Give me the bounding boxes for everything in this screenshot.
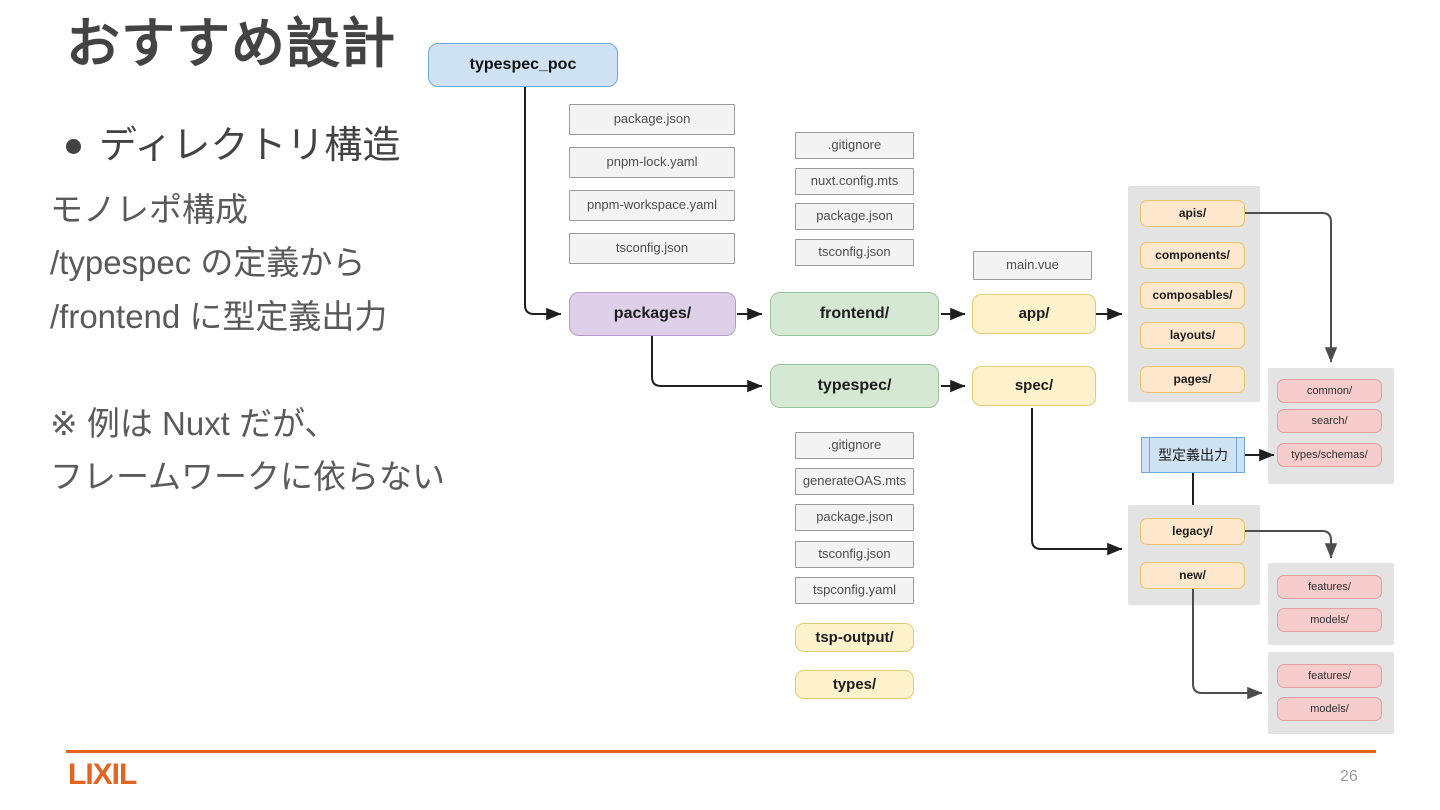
file-box[interactable]: generateOAS.mts [795, 468, 914, 495]
file-box[interactable]: package.json [569, 104, 735, 135]
node-typespec[interactable]: typespec/ [770, 364, 939, 408]
node-composables[interactable]: composables/ [1140, 282, 1245, 309]
file-box[interactable]: .gitignore [795, 132, 914, 159]
node-new-features[interactable]: features/ [1277, 664, 1382, 688]
node-legacy-features[interactable]: features/ [1277, 575, 1382, 599]
body-line: /frontend に型定義出力 [50, 297, 388, 335]
note-line: フレームワークに依らない [50, 458, 446, 496]
node-common[interactable]: common/ [1277, 379, 1382, 403]
body-line: モノレポ構成 [50, 191, 248, 228]
footer-divider [66, 750, 1376, 753]
file-box[interactable]: pnpm-lock.yaml [569, 147, 735, 178]
file-box[interactable]: tsconfig.json [569, 233, 735, 264]
file-box[interactable]: package.json [795, 504, 914, 531]
file-box-main-vue[interactable]: main.vue [973, 251, 1092, 280]
node-type-output-note[interactable]: 型定義出力 [1141, 437, 1245, 473]
lixil-logo: LIXIL [68, 758, 137, 791]
node-frontend[interactable]: frontend/ [770, 292, 939, 336]
node-packages[interactable]: packages/ [569, 292, 736, 336]
node-new-models[interactable]: models/ [1277, 697, 1382, 721]
bullet-label: ディレクトリ構造 [99, 125, 401, 167]
file-box[interactable]: .gitignore [795, 432, 914, 459]
node-typespec-poc[interactable]: typespec_poc [428, 43, 618, 87]
bullet-dot-icon [66, 139, 81, 155]
node-pages[interactable]: pages/ [1140, 366, 1245, 393]
bullet-item: ディレクトリ構造 [66, 125, 401, 168]
file-box[interactable]: tsconfig.json [795, 239, 914, 266]
node-search[interactable]: search/ [1277, 409, 1382, 433]
file-box[interactable]: pnpm-workspace.yaml [569, 190, 735, 221]
file-box[interactable]: tspconfig.yaml [795, 577, 914, 604]
node-types-schemas[interactable]: types/schemas/ [1277, 443, 1382, 467]
node-app[interactable]: app/ [972, 294, 1096, 334]
file-box[interactable]: package.json [795, 203, 914, 230]
page-number: 26 [1340, 768, 1358, 785]
node-spec[interactable]: spec/ [972, 366, 1096, 406]
node-legacy[interactable]: legacy/ [1140, 518, 1245, 545]
note-text-block: ※ 例は Nuxt だが、 フレームワークに依らない [50, 397, 445, 504]
node-layouts[interactable]: layouts/ [1140, 322, 1245, 349]
node-apis[interactable]: apis/ [1140, 200, 1245, 227]
note-line: ※ 例は Nuxt だが、 [50, 405, 338, 442]
node-types[interactable]: types/ [795, 670, 914, 699]
body-text-block: モノレポ構成 /typespec の定義から /frontend に型定義出力 [50, 183, 387, 343]
node-tsp-output[interactable]: tsp-output/ [795, 623, 914, 652]
page-title: おすすめ設計 [66, 14, 396, 74]
file-box[interactable]: nuxt.config.mts [795, 168, 914, 195]
node-new[interactable]: new/ [1140, 562, 1245, 589]
body-line: /typespec の定義から [50, 244, 366, 282]
file-box[interactable]: tsconfig.json [795, 541, 914, 568]
node-type-output-label: 型定義出力 [1158, 447, 1228, 463]
node-legacy-models[interactable]: models/ [1277, 608, 1382, 632]
node-components[interactable]: components/ [1140, 242, 1245, 269]
